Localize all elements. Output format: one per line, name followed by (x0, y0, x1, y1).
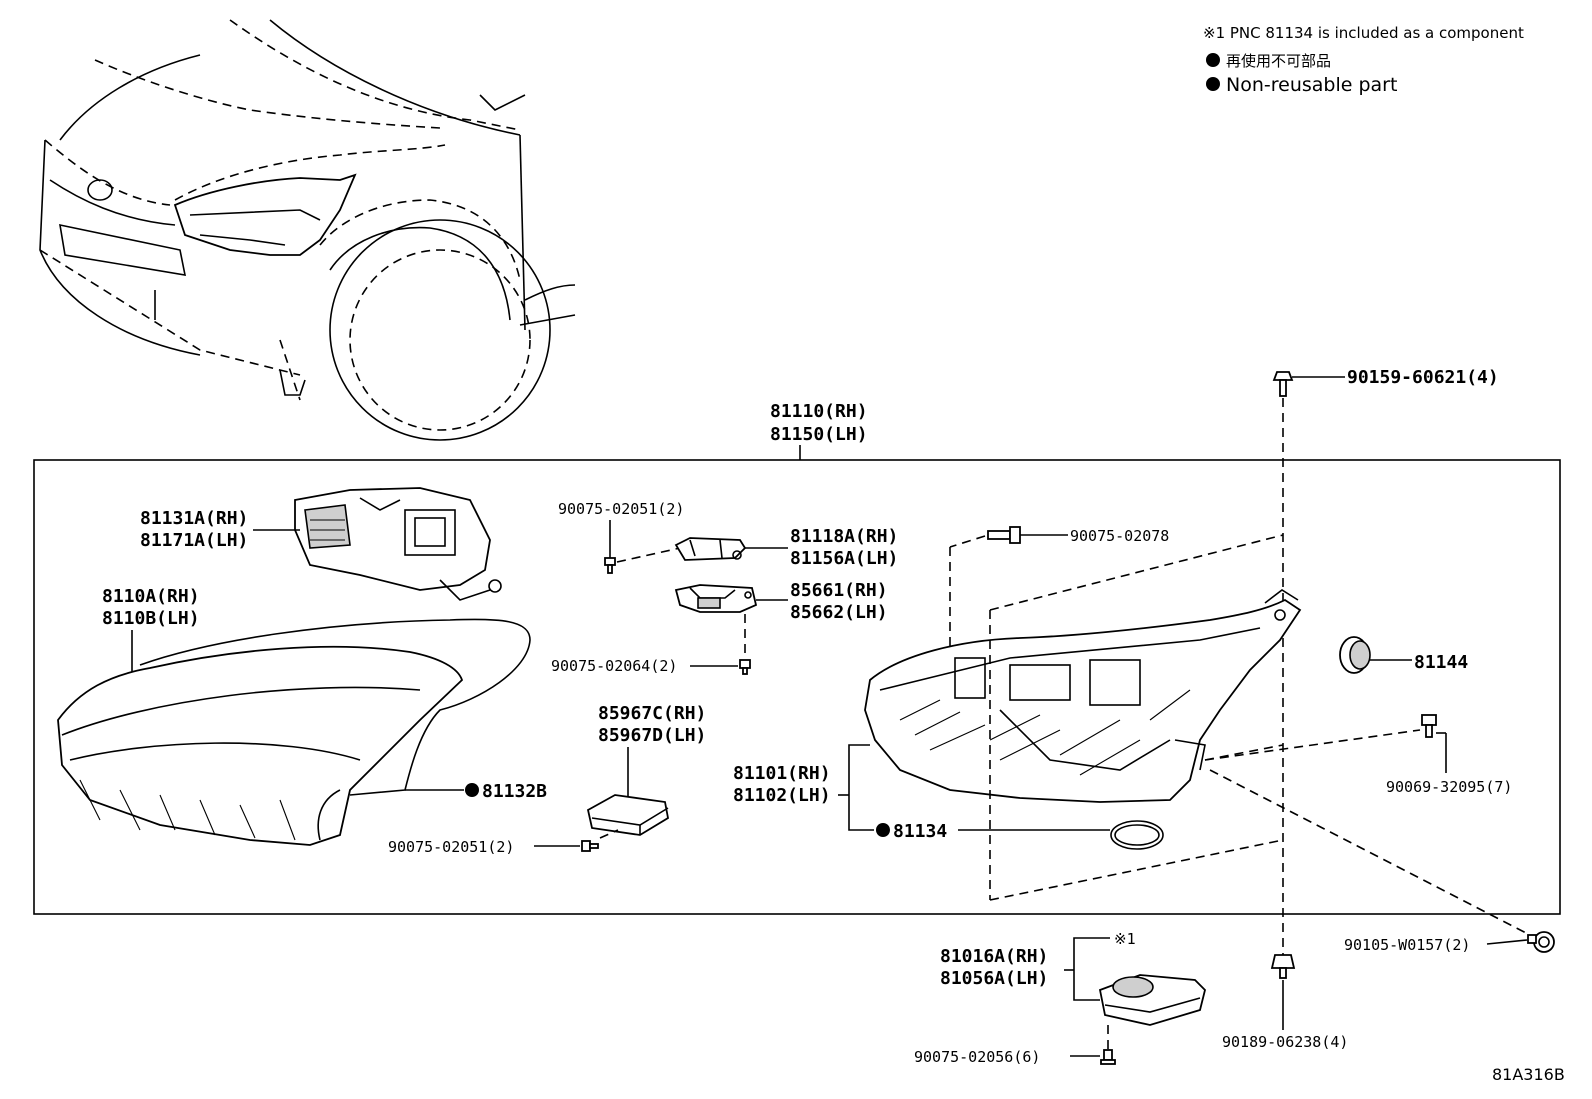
label-81102-lh: 81102(LH) (733, 785, 831, 806)
ref-note-1: ※1 (1114, 930, 1136, 948)
clip-90105-icon (1527, 931, 1555, 953)
bracket-81118a (674, 537, 747, 561)
non-reusable-dot-icon (1206, 53, 1220, 67)
label-8110b-lh: 8110B(LH) (102, 608, 200, 629)
label-81171a-lh: 81171A(LH) (140, 530, 248, 551)
label-90159-60621: 90159-60621(4) (1347, 367, 1499, 388)
label-85662-lh: 85662(LH) (790, 602, 888, 623)
actuator-85661 (674, 584, 758, 613)
figure-code: 81A316B (1492, 1065, 1565, 1084)
nut-90189-icon (1270, 954, 1296, 979)
assembly-label-lh: 81150(LH) (770, 424, 868, 445)
screw-90075-02078-icon (987, 526, 1021, 544)
label-8110a-rh: 8110A(RH) (102, 586, 200, 607)
label-81118a-rh: 81118A(RH) (790, 526, 898, 547)
control-module-85967c (586, 794, 669, 836)
bolt-90159-icon (1272, 371, 1294, 397)
label-81131a-rh: 81131A(RH) (140, 508, 248, 529)
note-non-reusable-en: Non-reusable part (1226, 74, 1397, 96)
note-non-reusable-jp: 再使用不可部品 (1226, 52, 1331, 70)
non-reusable-dot-icon (876, 823, 890, 837)
label-90075-02051-top: 90075-02051(2) (558, 500, 684, 518)
bolt-90069-icon (1421, 714, 1437, 738)
label-85967d-lh: 85967D(LH) (598, 725, 706, 746)
non-reusable-dot-icon (1206, 77, 1220, 91)
headlamp-housing-81101 (864, 589, 1302, 803)
screw-90075-02051-icon (581, 840, 599, 852)
label-81156a-lh: 81156A(LH) (790, 548, 898, 569)
label-90075-02078: 90075-02078 (1070, 527, 1169, 545)
gasket-81132b (139, 618, 531, 796)
o-ring-81134 (1110, 820, 1164, 850)
screw-90075-02064-icon (739, 659, 751, 675)
label-81056a-lh: 81056A(LH) (940, 968, 1048, 989)
label-81134: 81134 (893, 821, 947, 842)
screw-90075-02056-icon (1100, 1049, 1116, 1065)
label-90105-w0157: 90105-W0157(2) (1344, 936, 1470, 954)
label-90075-02056: 90075-02056(6) (914, 1048, 1040, 1066)
label-85967c-rh: 85967C(RH) (598, 703, 706, 724)
cap-81144 (1339, 636, 1371, 674)
label-81144: 81144 (1414, 652, 1468, 673)
non-reusable-dot-icon (465, 783, 479, 797)
ballast-81016a (1098, 974, 1206, 1026)
note-component: ※1 PNC 81134 is included as a component (1203, 24, 1524, 42)
label-81132b: 81132B (482, 781, 547, 802)
screw-90075-02051-icon (604, 557, 616, 574)
vehicle-location-sketch (39, 19, 576, 441)
label-90075-02051-bottom: 90075-02051(2) (388, 838, 514, 856)
lens-8110a (57, 645, 464, 846)
label-85661-rh: 85661(RH) (790, 580, 888, 601)
assembly-frame (33, 459, 1561, 915)
label-90075-02064: 90075-02064(2) (551, 657, 677, 675)
label-81101-rh: 81101(RH) (733, 763, 831, 784)
projector-unit-81131a (294, 487, 502, 601)
label-90069-32095: 90069-32095(7) (1386, 778, 1512, 796)
assembly-label-rh: 81110(RH) (770, 401, 868, 422)
label-90189-06238: 90189-06238(4) (1222, 1033, 1348, 1051)
label-81016a-rh: 81016A(RH) (940, 946, 1048, 967)
